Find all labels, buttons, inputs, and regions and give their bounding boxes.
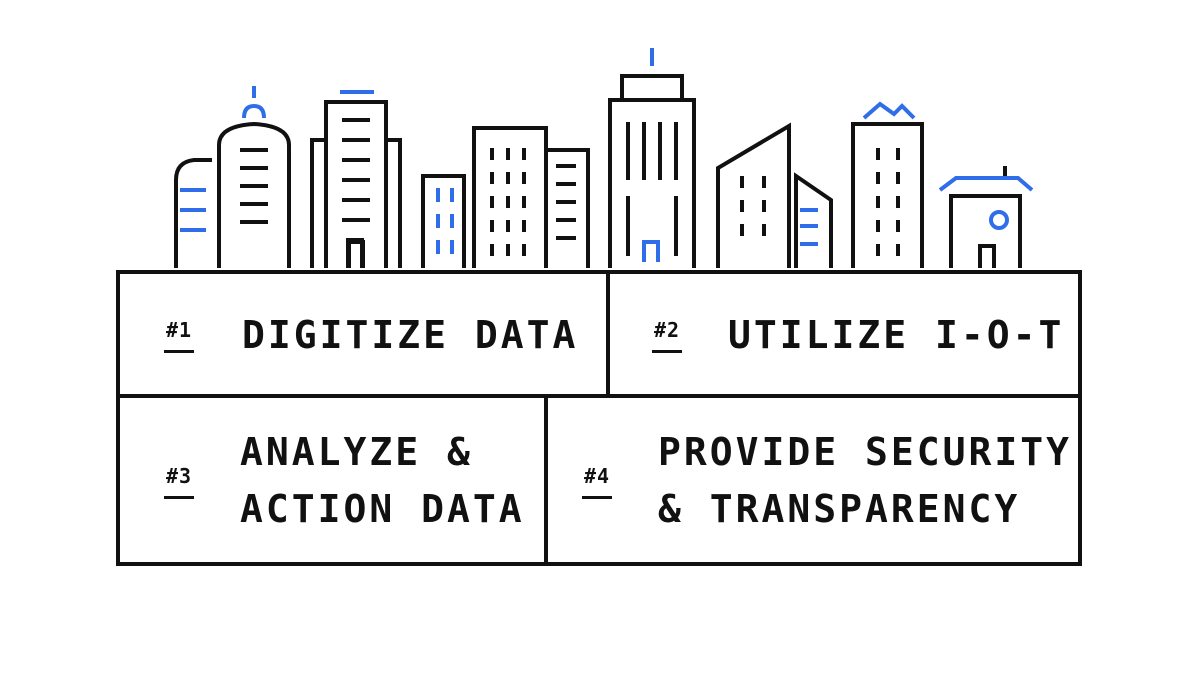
step-number-underline <box>652 350 682 353</box>
step-number-4: #4 <box>582 466 612 499</box>
building-6 <box>608 74 696 268</box>
step-number-underline <box>582 496 612 499</box>
step-title-3: ANALYZE & ACTION DATA <box>240 424 525 538</box>
building-8 <box>851 122 924 268</box>
step-card-3: #3 ANALYZE & ACTION DATA <box>120 398 548 566</box>
step-title-2: UTILIZE I-O-T <box>728 307 1064 364</box>
step-title-line: & TRANSPARENCY <box>658 487 1021 531</box>
building-4 <box>421 174 466 268</box>
step-title-line: ACTION DATA <box>240 487 525 531</box>
step-number-label: #1 <box>165 318 193 342</box>
building-7 <box>716 122 833 268</box>
step-card-4: #4 PROVIDE SECURITY & TRANSPARENCY <box>548 398 1078 566</box>
step-number-underline <box>164 496 194 499</box>
building-1 <box>174 158 212 268</box>
step-number-label: #4 <box>583 464 611 488</box>
building-5 <box>472 126 590 268</box>
step-card-2: #2 UTILIZE I-O-T <box>610 274 1078 398</box>
city-skyline-illustration <box>174 48 1034 268</box>
step-title-line: UTILIZE I-O-T <box>728 313 1065 357</box>
step-title-4: PROVIDE SECURITY & TRANSPARENCY <box>658 424 1072 538</box>
steps-grid: #1 DIGITIZE DATA #2 UTILIZE I-O-T #3 ANA… <box>116 270 1082 566</box>
step-title-line: DIGITIZE DATA <box>242 313 579 357</box>
building-2 <box>217 121 364 268</box>
step-number-underline <box>164 350 194 353</box>
step-number-label: #2 <box>653 318 681 342</box>
step-number-2: #2 <box>652 320 682 353</box>
step-number-1: #1 <box>164 320 194 353</box>
step-number-3: #3 <box>164 466 194 499</box>
step-number-label: #3 <box>165 464 193 488</box>
step-card-1: #1 DIGITIZE DATA <box>120 274 610 398</box>
step-title-1: DIGITIZE DATA <box>242 307 578 364</box>
step-title-line: ANALYZE & <box>240 430 473 474</box>
building-9 <box>949 166 1022 268</box>
step-title-line: PROVIDE SECURITY <box>658 430 1073 474</box>
building-3 <box>310 100 402 268</box>
